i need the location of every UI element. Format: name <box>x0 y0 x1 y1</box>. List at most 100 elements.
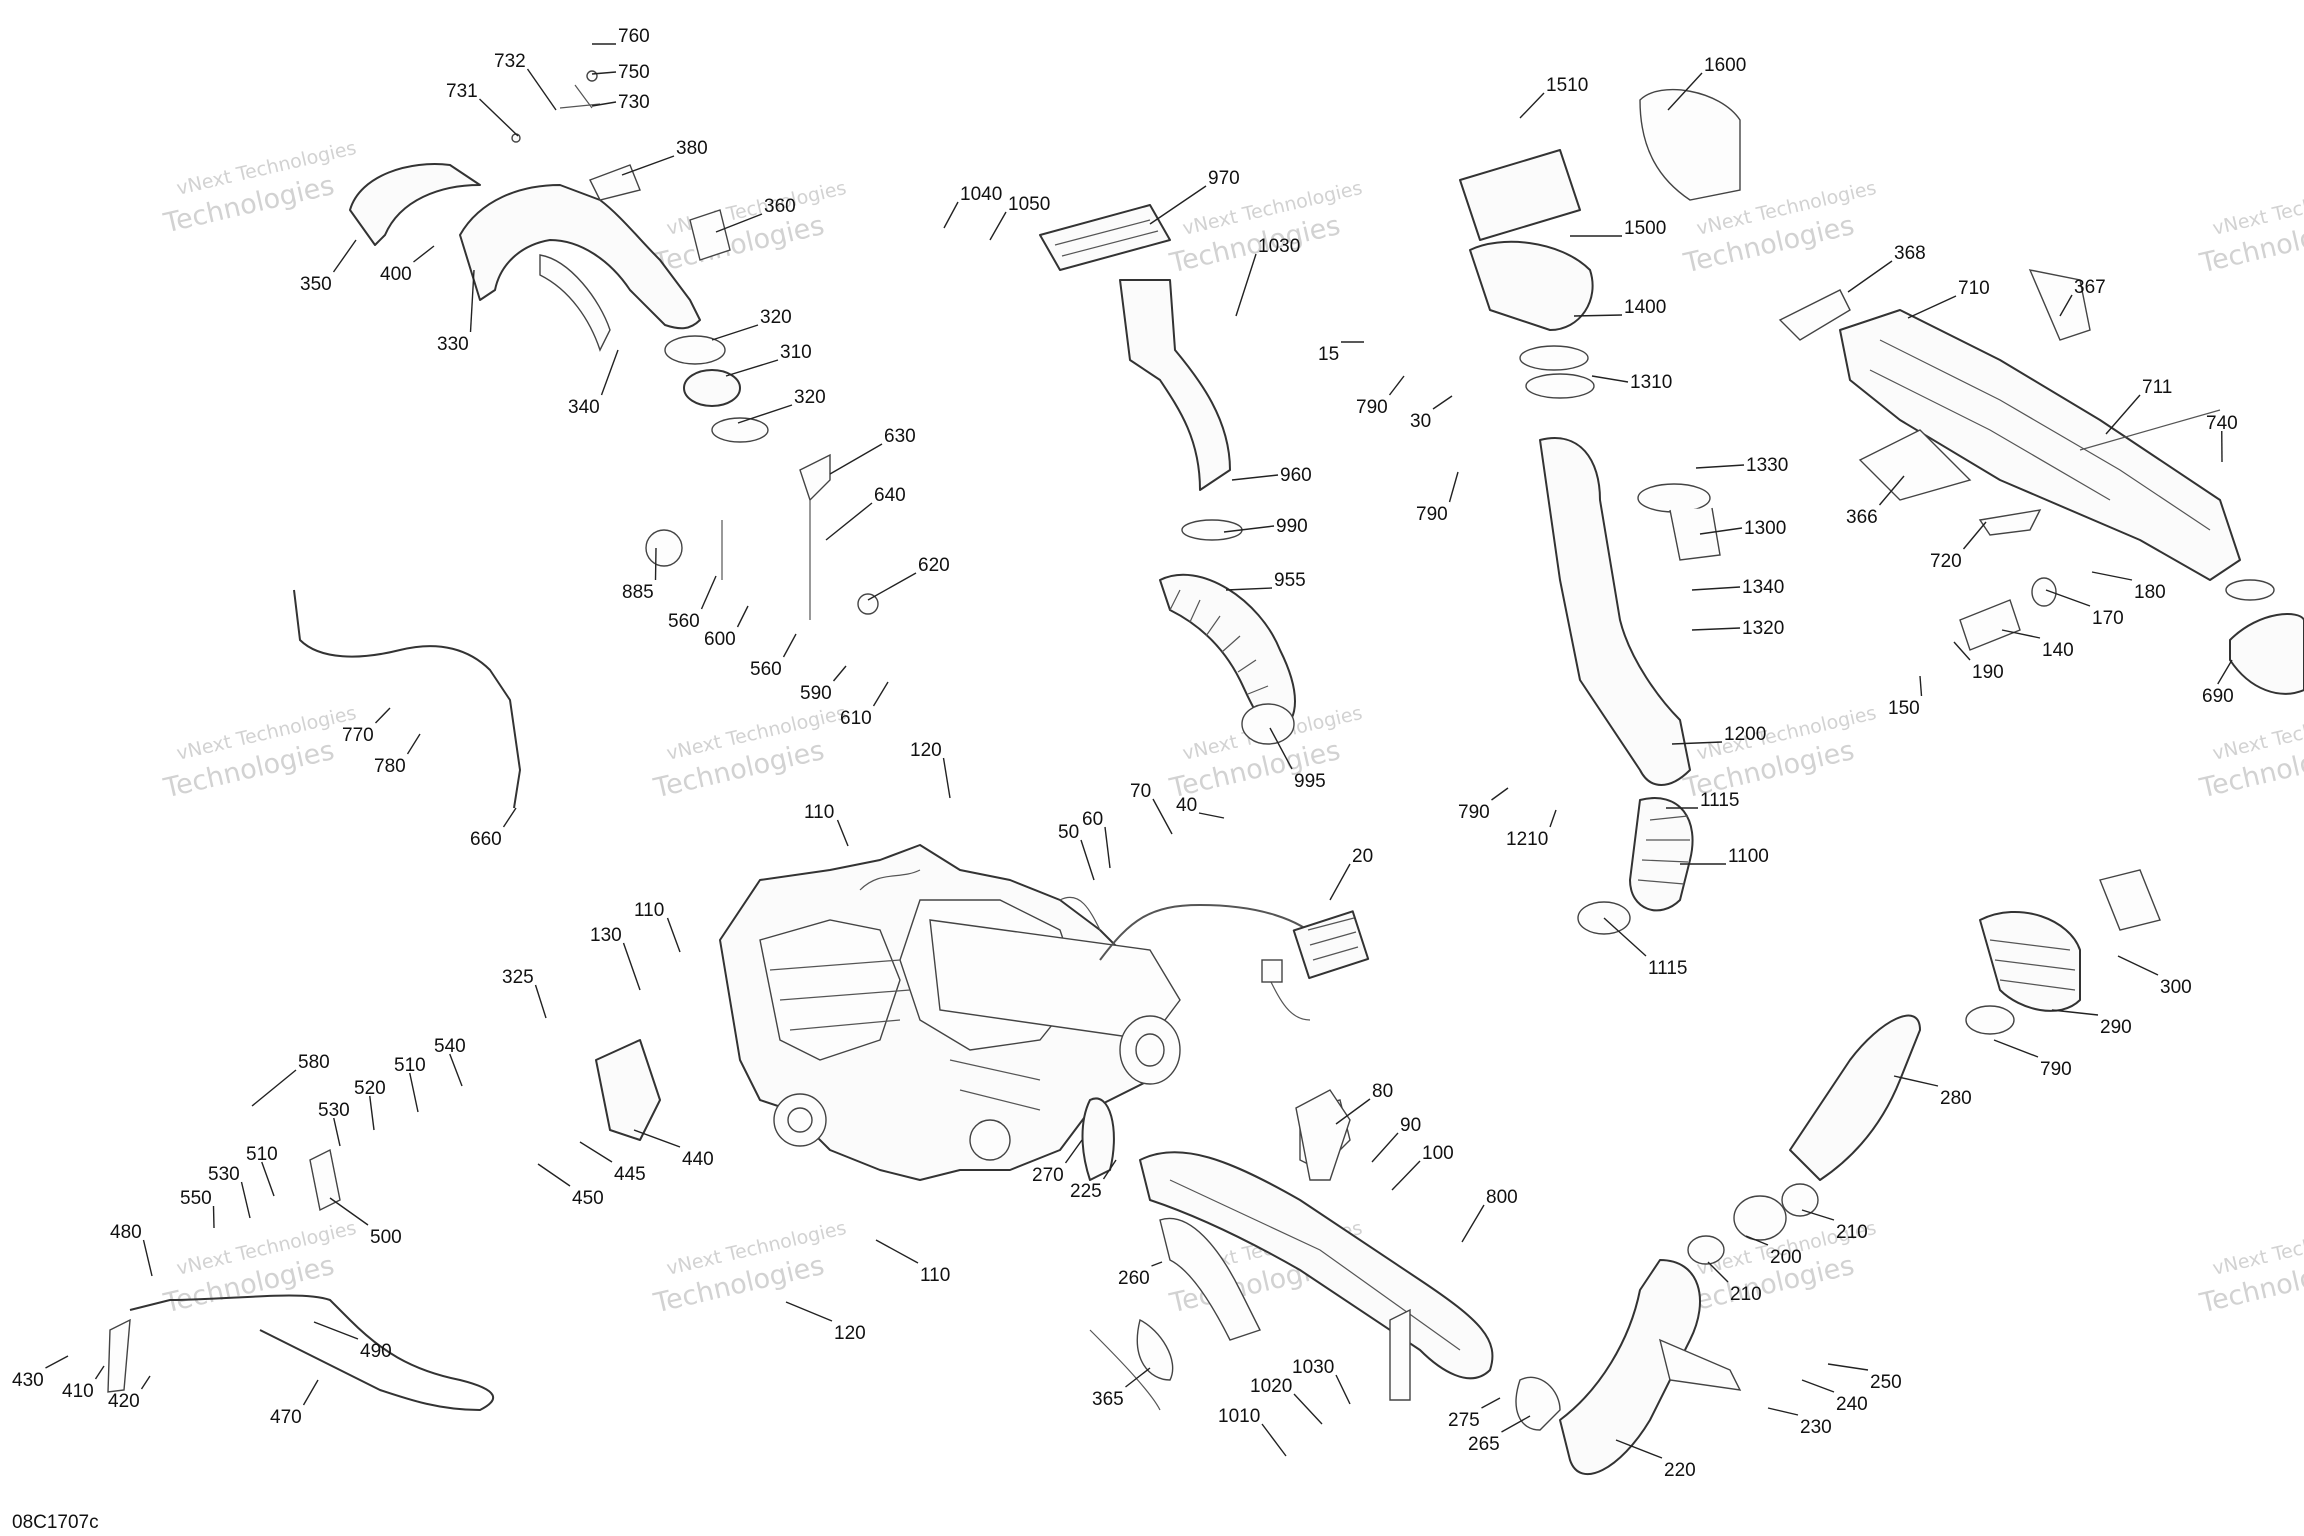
leader-line <box>1893 1075 1939 1087</box>
leader-line <box>1615 1439 1663 1459</box>
callout-510: 510 <box>394 1055 426 1076</box>
callout-100: 100 <box>1422 1143 1454 1164</box>
intake-column-right <box>1459 88 1741 935</box>
leader-line <box>711 324 759 341</box>
leader-line <box>1080 839 1095 881</box>
leader-line <box>942 757 951 799</box>
leader-line <box>1104 826 1111 869</box>
callout-790: 790 <box>1458 802 1490 823</box>
callout-710: 710 <box>1958 278 1990 299</box>
callout-790: 790 <box>1416 504 1448 525</box>
leader-line <box>1225 587 1273 591</box>
callout-530: 530 <box>318 1100 350 1121</box>
lower-ducts <box>1081 869 2161 1476</box>
callout-210: 210 <box>1836 1222 1868 1243</box>
callout-225: 225 <box>1070 1181 1102 1202</box>
leader-line <box>2105 394 2141 435</box>
callout-180: 180 <box>2134 582 2166 603</box>
leader-line <box>1671 741 1723 745</box>
callout-265: 265 <box>1468 1434 1500 1455</box>
callout-366: 366 <box>1846 507 1878 528</box>
leader-line <box>449 1053 463 1087</box>
leader-line <box>1519 92 1545 119</box>
callout-720: 720 <box>1930 551 1962 572</box>
callout-300: 300 <box>2160 977 2192 998</box>
callout-210: 210 <box>1730 1284 1762 1305</box>
leader-line <box>1919 675 1923 697</box>
callout-1600: 1600 <box>1704 55 1746 76</box>
callout-140: 140 <box>2042 640 2074 661</box>
leader-line <box>736 605 749 628</box>
leader-line <box>1329 863 1351 901</box>
callout-120: 120 <box>834 1323 866 1344</box>
callout-1300: 1300 <box>1744 518 1786 539</box>
intake-tube-center <box>1039 204 1296 745</box>
leader-line <box>1907 295 1957 319</box>
leader-line <box>622 942 641 991</box>
callout-690: 690 <box>2202 686 2234 707</box>
callout-630: 630 <box>884 426 916 447</box>
callout-540: 540 <box>434 1036 466 1057</box>
leader-line <box>2117 955 2159 976</box>
leader-line <box>1293 1393 1323 1425</box>
leader-line <box>867 572 917 601</box>
callout-110: 110 <box>634 900 664 921</box>
callout-500: 500 <box>370 1227 402 1248</box>
leader-line <box>832 665 847 682</box>
leader-line <box>1152 798 1173 835</box>
callout-110: 110 <box>804 802 834 823</box>
leader-line <box>666 917 681 953</box>
callout-510: 510 <box>246 1144 278 1165</box>
leader-line <box>2001 629 2041 639</box>
callout-885: 885 <box>622 582 654 603</box>
callout-50: 50 <box>1058 822 1079 843</box>
leader-line <box>1388 375 1405 396</box>
callout-770: 770 <box>342 725 374 746</box>
callout-640: 640 <box>874 485 906 506</box>
leader-lines <box>45 43 2233 1459</box>
callout-340: 340 <box>568 397 600 418</box>
callout-368: 368 <box>1894 243 1926 264</box>
callout-740: 740 <box>2206 413 2238 434</box>
leader-line <box>251 1069 297 1107</box>
callout-270: 270 <box>1032 1165 1064 1186</box>
leader-line <box>1953 641 1971 661</box>
callout-1310: 1310 <box>1630 372 1672 393</box>
leader-line <box>1335 1098 1371 1125</box>
leader-line <box>2045 589 2091 607</box>
leader-line <box>1707 1261 1729 1283</box>
leader-line <box>829 443 883 475</box>
leader-line <box>1695 464 1745 469</box>
callout-1030: 1030 <box>1292 1357 1334 1378</box>
leader-line <box>1699 527 1743 535</box>
leader-line <box>836 819 849 847</box>
callout-30: 30 <box>1410 411 1431 432</box>
leader-line <box>374 707 391 724</box>
callout-760: 760 <box>618 26 650 47</box>
callout-330: 330 <box>437 334 469 355</box>
callout-420: 420 <box>108 1391 140 1412</box>
callout-1100: 1100 <box>1728 846 1769 867</box>
callout-600: 600 <box>704 629 736 650</box>
leader-line <box>737 404 793 424</box>
leader-line <box>1235 253 1257 317</box>
callout-230: 230 <box>1800 1417 1832 1438</box>
leader-line <box>1261 1423 1287 1457</box>
callout-1115: 1115 <box>1700 790 1739 811</box>
leader-line <box>943 201 959 229</box>
callout-800: 800 <box>1486 1187 1518 1208</box>
exhaust-manifold-right <box>1778 269 2304 695</box>
callout-260: 260 <box>1118 1268 1150 1289</box>
leader-line <box>1827 1363 1869 1371</box>
callout-360: 360 <box>764 196 796 217</box>
callout-731: 731 <box>446 81 478 102</box>
callout-350: 350 <box>300 274 332 295</box>
callout-580: 580 <box>298 1052 330 1073</box>
callout-190: 190 <box>1972 662 2004 683</box>
